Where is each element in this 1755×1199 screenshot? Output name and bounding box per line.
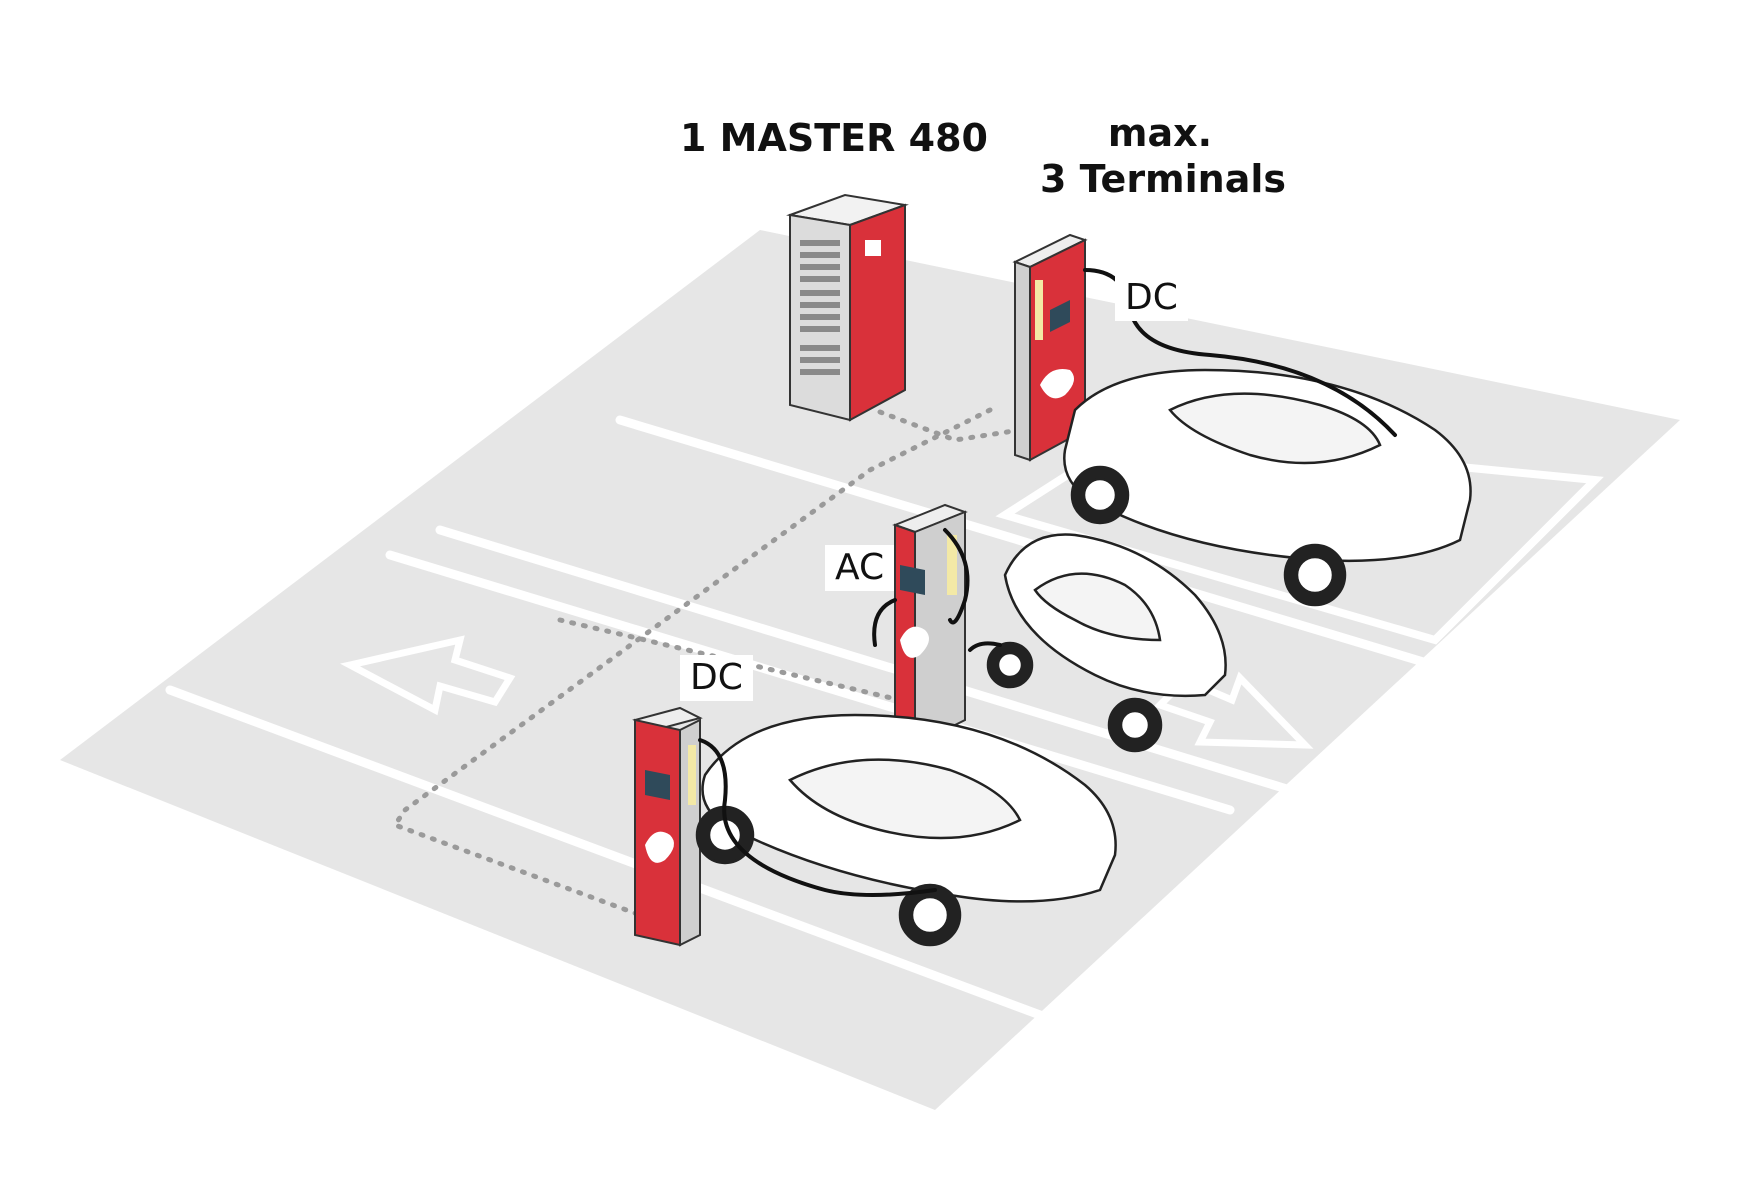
electric-car-icon	[1063, 368, 1472, 607]
master-cabinet-icon	[786, 193, 909, 422]
ac-tag-middle: AC	[825, 545, 895, 591]
master-title: 1 MASTER 480	[680, 116, 988, 160]
dc-tag-top: DC	[1115, 275, 1188, 321]
electric-car-icon	[986, 533, 1227, 753]
lane-arrow-left-icon	[340, 635, 516, 716]
terminal-middle	[892, 503, 968, 747]
dc-tag-front: DC	[680, 655, 753, 701]
terminal-top	[1012, 233, 1088, 462]
terminals-title-line1: max.	[1107, 111, 1213, 155]
terminal-front	[632, 706, 703, 947]
terminals-title-line2: 3 Terminals	[1040, 157, 1287, 201]
